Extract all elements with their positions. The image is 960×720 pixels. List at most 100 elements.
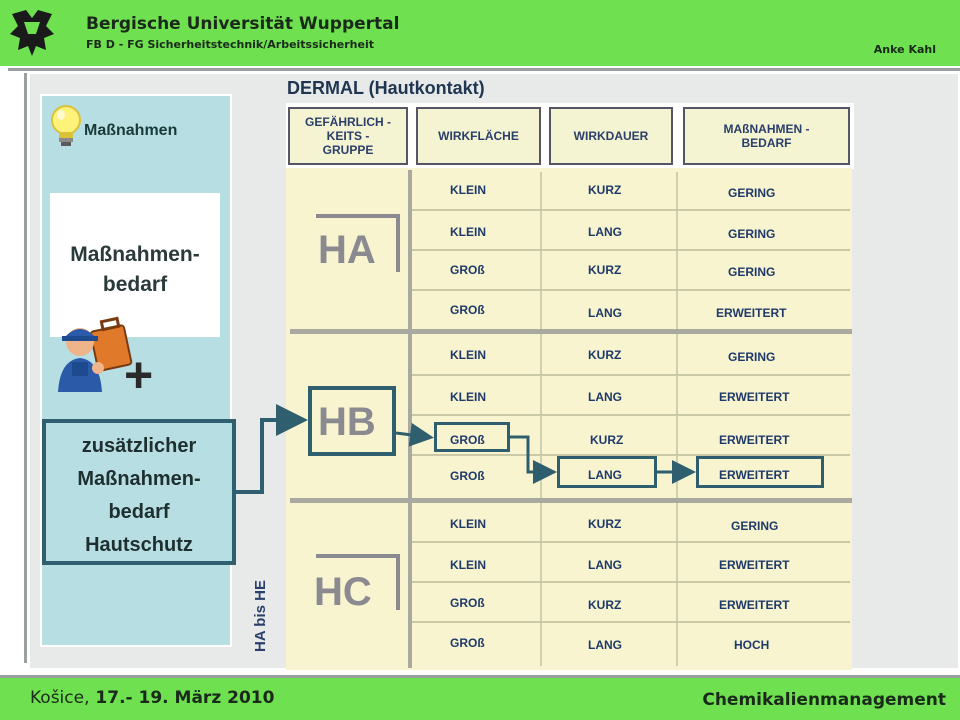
hb-row4-area: GROß (450, 469, 485, 483)
ha-row1-duration: KURZ (588, 183, 622, 197)
additional-measures-line3: bedarf (108, 501, 170, 523)
header-area-label: WIRKFLÄCHE (438, 129, 519, 143)
row-divider (412, 374, 850, 376)
hb-row1-need: GERING (728, 350, 776, 364)
group-ha-bracket (316, 214, 400, 272)
university-eagle-logo (8, 6, 56, 58)
hb-row4-need: ERWEITERT (719, 468, 790, 482)
ha-row4-area: GROß (450, 303, 485, 317)
highlight-area-gross (434, 422, 510, 452)
row-divider (412, 621, 850, 623)
group-ha-label: HA (318, 228, 376, 272)
group-hc-bracket (316, 554, 400, 610)
hb-row2-area: KLEIN (450, 390, 486, 404)
header-measures-need: MAßNAHMEN - BEDARF (683, 107, 850, 165)
row-divider (412, 454, 850, 456)
footer-location: Košice, (30, 688, 90, 708)
highlight-duration-lang (557, 456, 657, 488)
row-divider (412, 541, 850, 543)
header-hazard-group: GEFÄHRLICH - KEITS - GRUPPE (288, 107, 408, 165)
ha-row2-need: GERING (728, 227, 776, 241)
additional-measures-line1: zusätzlicher (81, 435, 197, 457)
row-divider (412, 414, 850, 416)
group-hc-label: HC (314, 570, 372, 614)
group-hb-label: HB (318, 400, 376, 444)
hb-row3-area: GROß (450, 433, 485, 447)
ha-row3-need: GERING (728, 265, 776, 279)
hc-row1-duration: KURZ (588, 517, 622, 531)
table-title: DERMAL (Hautkontakt) (287, 78, 485, 98)
ha-row1-area: KLEIN (450, 183, 486, 197)
ha-row3-duration: KURZ (588, 263, 622, 277)
university-name: Bergische Universität Wuppertal (86, 14, 400, 34)
hc-row2-duration: LANG (588, 558, 622, 572)
hb-row4-duration: LANG (588, 468, 622, 482)
header-duration-label: WIRKDAUER (573, 129, 649, 143)
hb-row2-need: ERWEITERT (719, 390, 790, 404)
hb-row1-duration: KURZ (588, 348, 622, 362)
side-label-ha-bis-he: HA bis HE (252, 580, 269, 652)
footer-bar (0, 678, 960, 720)
ha-row2-duration: LANG (588, 225, 622, 239)
column-divider-area (540, 172, 542, 666)
measures-need-text: Maßnahmen- bedarf (50, 240, 220, 300)
group-hb-highlight (308, 386, 396, 456)
group-divider-hb-hc (290, 498, 852, 503)
ha-row4-need: ERWEITERT (716, 306, 787, 320)
hc-row4-area: GROß (450, 636, 485, 650)
footer-topic: Chemikalienmanagement (702, 690, 946, 710)
ha-row3-area: GROß (450, 263, 485, 277)
hb-row2-duration: LANG (588, 390, 622, 404)
additional-measures-line2: Maßnahmen- (77, 468, 201, 490)
header-hazard-group-line1: GEFÄHRLICH - (305, 115, 391, 129)
hc-row3-need: ERWEITERT (719, 598, 790, 612)
hb-row3-need: ERWEITERT (719, 433, 790, 447)
measures-panel-title: Maßnahmen (84, 122, 178, 139)
header-measures-need-line1: MAßNAHMEN - (723, 122, 810, 136)
lightbulb-icon (51, 105, 81, 146)
group-divider-ha-hb (290, 329, 852, 334)
hc-row3-area: GROß (450, 596, 485, 610)
hc-row4-duration: LANG (588, 638, 622, 652)
footer-event: Košice, 17.- 19. März 2010 (30, 688, 274, 708)
measures-need-line1: Maßnahmen- (70, 243, 200, 266)
hb-row3-duration: KURZ (590, 433, 624, 447)
additional-measures-text: zusätzlicher Maßnahmen- bedarf Hautschut… (42, 430, 236, 562)
footer-divider (0, 675, 960, 678)
hc-row2-area: KLEIN (450, 558, 486, 572)
measures-need-box (50, 193, 220, 337)
header-hazard-group-line2: KEITS - (326, 129, 370, 143)
highlight-need-erweitert (696, 456, 824, 488)
worker-toolbox-icon (58, 316, 133, 392)
row-divider (412, 581, 850, 583)
header-bar (0, 0, 960, 66)
header-area: WIRKFLÄCHE (416, 107, 541, 165)
hc-row1-need: GERING (731, 519, 779, 533)
group-column-divider (408, 170, 412, 668)
ha-row2-area: KLEIN (450, 225, 486, 239)
plus-sign: + (124, 347, 154, 403)
hc-row3-duration: KURZ (588, 598, 622, 612)
header-duration: WIRKDAUER (549, 107, 673, 165)
header-measures-need-line2: BEDARF (741, 136, 792, 150)
row-divider (412, 209, 850, 211)
hc-row2-need: ERWEITERT (719, 558, 790, 572)
ha-row4-duration: LANG (588, 306, 622, 320)
hc-row1-area: KLEIN (450, 517, 486, 531)
header-hazard-group-line3: GRUPPE (322, 143, 374, 157)
measures-need-line2: bedarf (102, 273, 168, 296)
footer-dates: 17.- 19. März 2010 (89, 688, 275, 708)
additional-measures-box (42, 419, 236, 565)
column-divider-duration (676, 172, 678, 666)
author-name: Anke Kahl (873, 43, 936, 56)
header-divider (8, 68, 960, 71)
row-divider (412, 249, 850, 251)
row-divider (412, 289, 850, 291)
ha-row1-need: GERING (728, 186, 776, 200)
hb-row1-area: KLEIN (450, 348, 486, 362)
additional-measures-line4: Hautschutz (85, 534, 193, 556)
table-body (286, 168, 852, 670)
left-divider (24, 73, 27, 663)
hc-row4-need: HOCH (734, 638, 770, 652)
faculty-name: FB D - FG Sicherheitstechnik/Arbeitssich… (86, 38, 374, 51)
